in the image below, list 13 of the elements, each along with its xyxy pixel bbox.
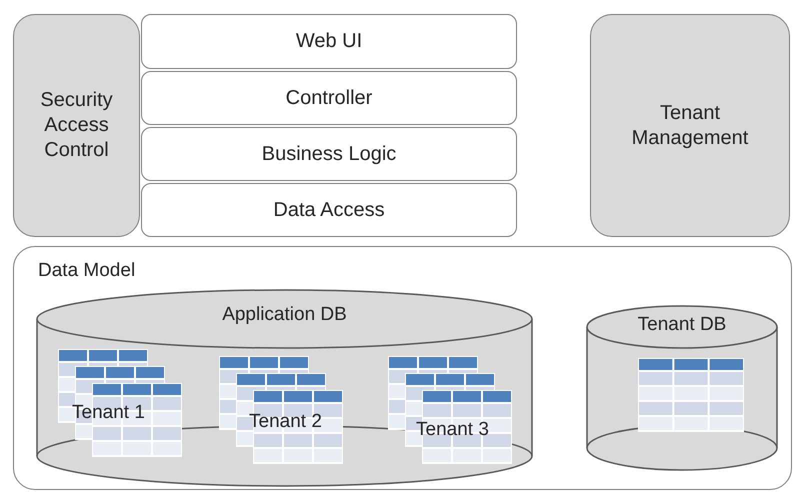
database-label: Application DB bbox=[221, 303, 348, 327]
component-box: Tenant Management bbox=[590, 14, 790, 237]
table-label: Tenant 2 bbox=[249, 410, 322, 434]
layer-box: Business Logic bbox=[141, 127, 517, 181]
group-panel bbox=[13, 246, 792, 490]
table-label: Tenant 1 bbox=[72, 401, 145, 425]
database-label: Tenant DB bbox=[636, 313, 728, 337]
component-box: Security Access Control bbox=[13, 14, 140, 237]
layer-box: Data Access bbox=[141, 183, 517, 237]
table-label: Tenant 3 bbox=[416, 418, 489, 442]
layer-box: Controller bbox=[141, 71, 517, 125]
layer-box: Web UI bbox=[141, 14, 517, 69]
group-heading: Data Model bbox=[38, 259, 136, 283]
